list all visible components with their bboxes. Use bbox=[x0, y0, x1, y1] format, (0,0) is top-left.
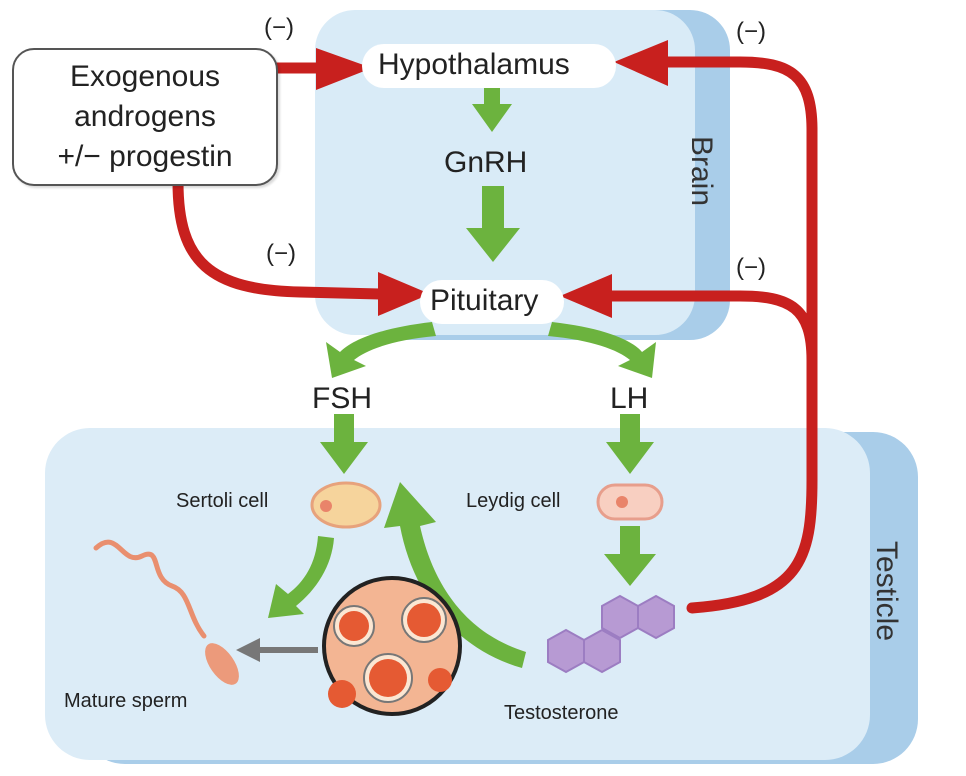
arrow-fsh-sertoli bbox=[320, 414, 368, 474]
arrowhead-hypothalamus-left bbox=[316, 48, 372, 90]
sperm-icon bbox=[93, 539, 239, 685]
feedback-testo-hypothalamus: (−) bbox=[736, 18, 766, 45]
arrowhead-pituitary-right bbox=[560, 274, 612, 318]
exogenous-line3: +/− progestin bbox=[57, 140, 233, 173]
testicle-region-label: Testicle bbox=[870, 540, 904, 642]
arrow-testosterone-sertoli bbox=[384, 482, 526, 668]
arrow-hypothalamus-gnrh bbox=[472, 84, 512, 132]
inhibitory-arrows bbox=[172, 56, 818, 614]
exogenous-line2: androgens bbox=[74, 100, 216, 133]
lh-label: LH bbox=[610, 382, 649, 415]
testosterone-label: Testosterone bbox=[504, 702, 619, 724]
gnrh-label: GnRH bbox=[444, 146, 528, 179]
hypothalamus-label: Hypothalamus bbox=[378, 48, 570, 81]
sertoli-cell bbox=[310, 481, 382, 529]
pituitary-label: Pituitary bbox=[430, 284, 539, 317]
fsh-label: FSH bbox=[312, 382, 372, 415]
maturation-arrow bbox=[236, 638, 318, 662]
brain-region-label: Brain bbox=[685, 135, 719, 207]
feedback-exo-pituitary: (−) bbox=[266, 240, 296, 267]
arrow-leydig-testosterone bbox=[604, 526, 656, 586]
arrow-pituitary-lh bbox=[548, 322, 656, 378]
arrow-gnrh-pituitary bbox=[466, 186, 520, 262]
brain-region bbox=[315, 10, 730, 340]
hypothalamus-pill bbox=[362, 44, 616, 88]
feedback-testo-pituitary: (−) bbox=[736, 254, 766, 281]
arrow-lh-leydig bbox=[606, 414, 654, 474]
pituitary-pill bbox=[420, 280, 564, 324]
stimulatory-arrows bbox=[268, 84, 656, 668]
leydig-cell bbox=[596, 483, 664, 521]
exogenous-androgens-box: Exogenous androgens +/− progestin bbox=[12, 48, 278, 186]
feedback-exo-hypothalamus: (−) bbox=[264, 14, 294, 41]
arrow-pituitary-fsh bbox=[326, 322, 436, 378]
arrowhead-pituitary-left bbox=[378, 272, 430, 316]
arrowhead-hypothalamus-right bbox=[614, 40, 668, 86]
exogenous-line1: Exogenous bbox=[69, 60, 221, 93]
sertoli-cell-label: Sertoli cell bbox=[176, 490, 269, 512]
testicle-region bbox=[45, 428, 918, 764]
inhibitory-arrowheads bbox=[316, 40, 668, 318]
tubule-cross-section bbox=[322, 576, 462, 716]
mature-sperm-label: Mature sperm bbox=[64, 690, 188, 712]
leydig-cell-label: Leydig cell bbox=[466, 490, 561, 512]
arrow-sertoli-sperm bbox=[268, 536, 334, 618]
testosterone-molecule bbox=[547, 594, 675, 674]
